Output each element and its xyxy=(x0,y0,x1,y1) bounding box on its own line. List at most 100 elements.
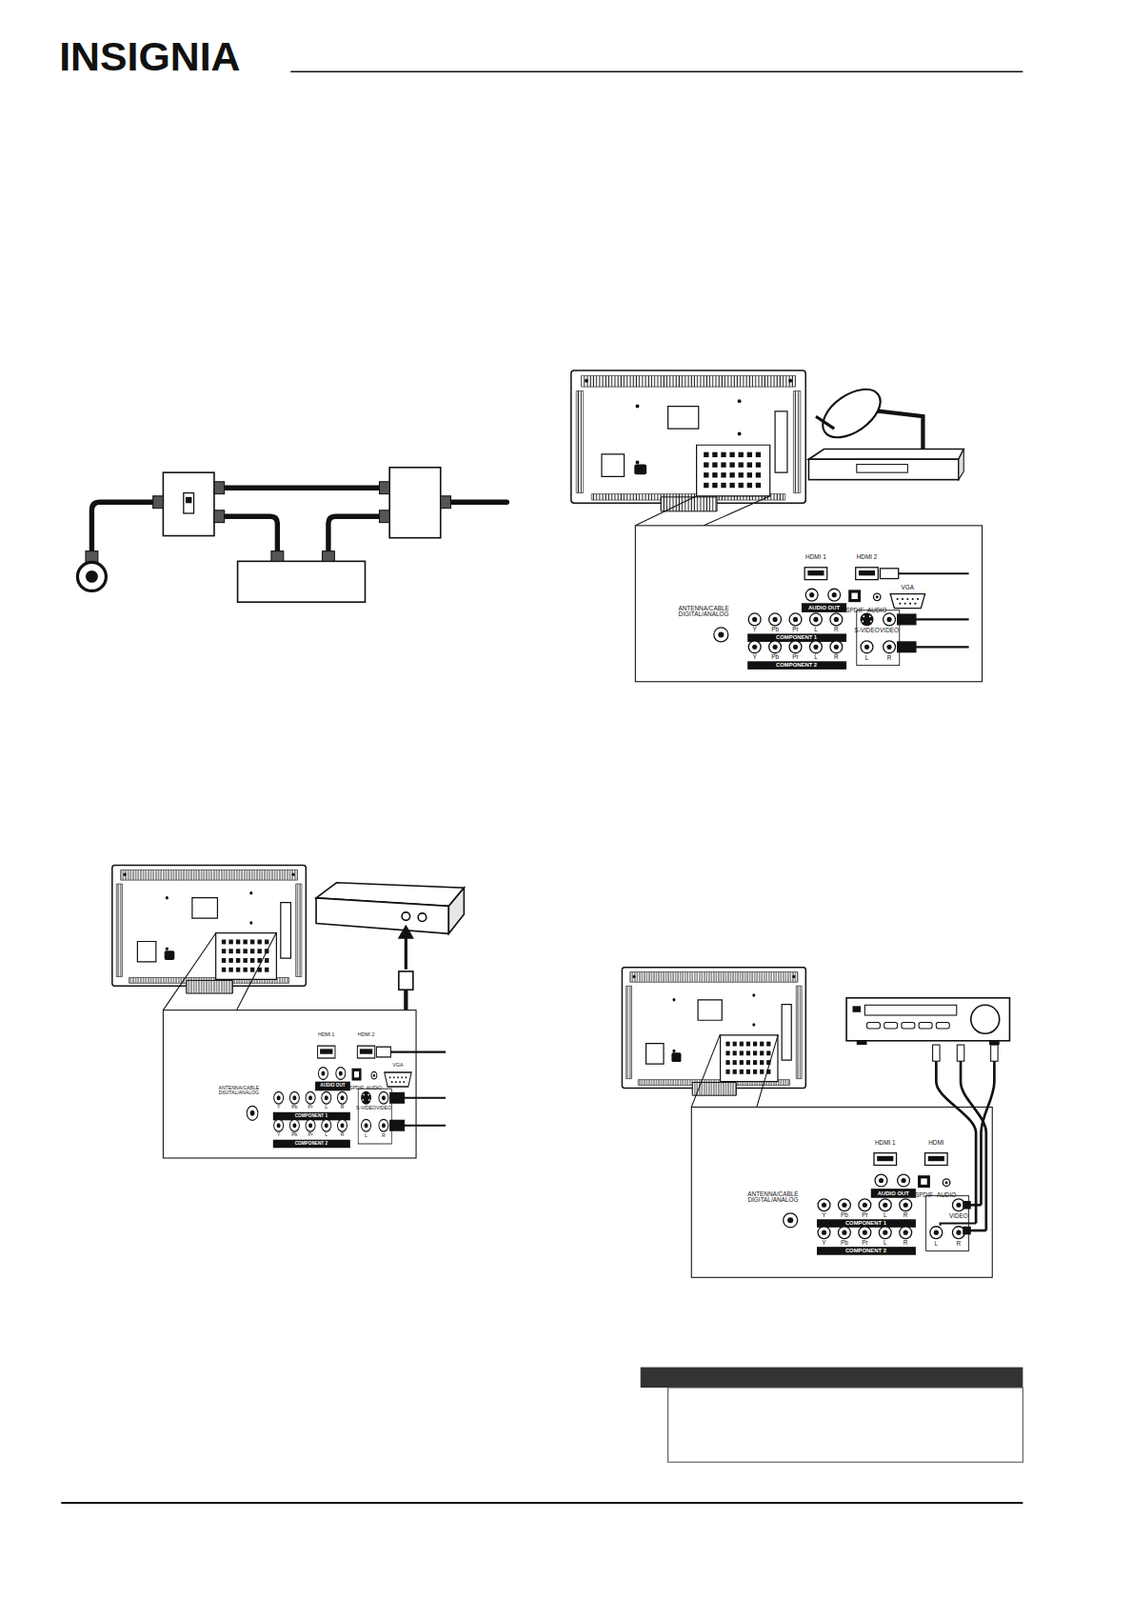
rca-jack xyxy=(714,627,729,642)
jack-pin xyxy=(900,1177,906,1183)
port xyxy=(755,461,761,467)
rca-jack xyxy=(305,1091,316,1104)
device-box xyxy=(238,560,366,602)
port-label: Pr xyxy=(792,653,798,660)
screw xyxy=(737,432,742,437)
port xyxy=(738,452,744,457)
audio-video-cable xyxy=(980,1044,994,1205)
jack-pin xyxy=(945,1180,949,1184)
s-video-pin xyxy=(368,1098,371,1101)
rca-jack xyxy=(874,1173,888,1187)
jack-pin xyxy=(821,1230,827,1235)
port xyxy=(753,1059,757,1065)
rca-jack xyxy=(858,1198,872,1212)
screw xyxy=(752,1022,755,1027)
port-label: R xyxy=(887,655,893,662)
jack-pin xyxy=(339,1094,344,1100)
port xyxy=(755,472,761,477)
port xyxy=(753,1069,757,1074)
power-socket xyxy=(634,464,647,476)
port-label: VGA xyxy=(901,584,915,592)
screw xyxy=(584,378,589,383)
rca-jack xyxy=(378,1118,389,1132)
spdif-port xyxy=(352,1068,362,1081)
screw xyxy=(632,974,636,979)
jack-pin xyxy=(864,644,870,650)
rca-jack xyxy=(942,1178,950,1186)
vga-pin xyxy=(896,597,899,600)
jack-pin xyxy=(886,616,892,622)
port xyxy=(257,948,261,954)
jack-pin xyxy=(862,1202,868,1208)
port xyxy=(703,452,709,457)
s-video-pin xyxy=(862,615,865,617)
jack-pin xyxy=(324,1094,329,1100)
port xyxy=(236,967,240,973)
rca-jack xyxy=(783,1212,798,1228)
vent-grille xyxy=(795,985,802,1078)
jack-pin xyxy=(308,1122,313,1128)
power-panel xyxy=(601,454,625,477)
group-label: COMPONENT 1 xyxy=(845,1219,887,1226)
receiver-button xyxy=(866,1022,880,1029)
vent-grille xyxy=(120,869,298,880)
port-label: Pr xyxy=(792,626,798,634)
callout-line xyxy=(691,1033,720,1107)
jack-pin xyxy=(381,1094,386,1100)
port xyxy=(720,472,726,477)
port-panel xyxy=(696,444,771,497)
s-video-port xyxy=(360,1091,372,1105)
jack-pin xyxy=(381,1122,386,1128)
arrow-shaft xyxy=(404,936,408,970)
jack-pin xyxy=(793,616,798,622)
port xyxy=(729,452,735,457)
hdmi-port xyxy=(317,1045,336,1058)
port-label: Pr xyxy=(308,1132,314,1138)
rca-jack xyxy=(899,1226,913,1239)
rca-plug xyxy=(962,1226,972,1235)
vga-pin xyxy=(901,597,904,600)
rca-jack xyxy=(769,613,782,626)
rca-jack xyxy=(838,1226,852,1239)
cable-box xyxy=(316,882,464,1013)
group-label: AUDIO OUT xyxy=(808,604,840,611)
rca-plug xyxy=(962,1200,972,1210)
rca-jack xyxy=(305,1118,316,1132)
port-label: AUDIO xyxy=(867,606,887,614)
hdmi-port xyxy=(873,1152,897,1166)
jack-pin xyxy=(364,1122,369,1128)
tv-housing xyxy=(112,865,307,987)
port-label: HDMI xyxy=(928,1138,944,1146)
port xyxy=(720,482,726,488)
rca-jack xyxy=(838,1198,852,1212)
screw xyxy=(249,920,253,925)
port xyxy=(759,1050,764,1055)
av-receiver xyxy=(846,997,1010,1045)
switch-knob xyxy=(185,496,192,503)
vga-pin xyxy=(393,1075,396,1078)
port-label: L xyxy=(865,655,870,662)
rca-jack xyxy=(336,1067,346,1080)
port xyxy=(759,1059,764,1065)
box-side xyxy=(448,887,464,934)
port xyxy=(747,472,753,477)
port xyxy=(712,472,717,477)
port-label: Pr xyxy=(861,1238,868,1246)
power-panel xyxy=(137,940,156,961)
rca-jack xyxy=(289,1091,299,1104)
audio-video-cable xyxy=(960,1044,987,1231)
port xyxy=(236,948,240,954)
rca-jack xyxy=(317,1067,328,1080)
port-label: ANTENNA/CABLE DIGITAL/ANALOG xyxy=(671,605,737,618)
cable-plug xyxy=(879,568,898,579)
rca-jack xyxy=(748,613,761,626)
port-label: Y xyxy=(753,653,757,660)
hdmi-slot xyxy=(858,570,875,576)
screw xyxy=(165,895,169,900)
hdmi-port xyxy=(804,567,828,580)
port-label: R xyxy=(340,1132,345,1138)
label-bar xyxy=(747,660,847,670)
splitter-box xyxy=(389,467,441,538)
vga-pin xyxy=(397,1075,399,1078)
screw xyxy=(635,460,640,465)
